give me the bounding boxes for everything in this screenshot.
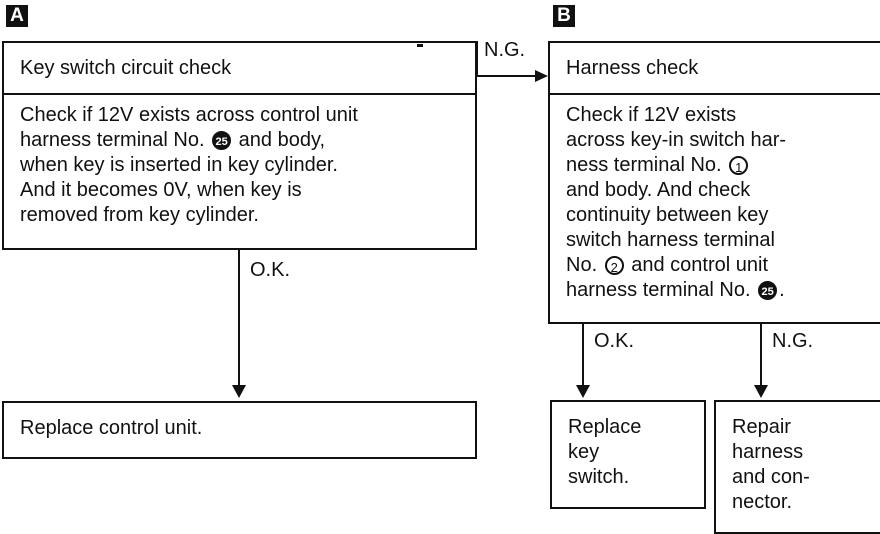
replace-key-switch-box: Replace key switch. <box>550 400 706 509</box>
harness-line-7: No. 2 and control unit <box>566 254 769 276</box>
ng-right-connector <box>760 324 762 386</box>
key-switch-line-3: when key is inserted in key cylinder. <box>20 154 338 176</box>
ok-left-label: O.K. <box>250 259 291 281</box>
harness-line-2: across key-in switch har- <box>566 129 787 151</box>
terminal-25-icon: 25 <box>212 131 232 151</box>
ok-left-connector <box>238 250 240 386</box>
ng-top-label: N.G. <box>484 39 526 61</box>
repair-harness-box: Repair harness and con- nector. <box>714 400 880 534</box>
ok-left-arrow-icon <box>232 385 246 398</box>
harness-line-4: and body. And check <box>566 179 751 201</box>
section-b-tag: B <box>553 5 575 27</box>
harness-check-title: Harness check <box>550 43 880 95</box>
ng-right-arrow-icon <box>754 385 768 398</box>
harness-check-title-text: Harness check <box>566 56 699 79</box>
harness-line-8: harness terminal No. 25. <box>566 279 785 301</box>
key-switch-check-title-text: Key switch circuit check <box>20 56 232 79</box>
harness-line-3: ness terminal No. 1 <box>566 153 870 178</box>
harness-line-5: continuity between key <box>566 204 769 226</box>
section-a-tag: A <box>6 5 28 27</box>
print-mark <box>417 44 423 47</box>
terminal-2-icon: 2 <box>604 256 624 276</box>
key-switch-check-title: Key switch circuit check <box>4 43 475 95</box>
ok-right-label: O.K. <box>594 330 635 352</box>
ng-connector-vertical <box>476 41 478 77</box>
key-switch-line-1: Check if 12V exists across control unit <box>20 104 358 126</box>
terminal-25-icon: 25 <box>758 281 778 301</box>
replace-key-switch-text: Replace key switch. <box>568 416 642 488</box>
replace-control-unit-box: Replace control unit. <box>2 401 477 459</box>
ok-right-arrow-icon <box>576 385 590 398</box>
harness-check-box: Harness check Check if 12V exists across… <box>548 41 880 324</box>
key-switch-line-5: removed from key cylinder. <box>20 204 259 226</box>
repair-harness-text: Repair harness and con- nector. <box>732 416 810 513</box>
key-switch-check-body: Check if 12V exists across control unit … <box>4 95 475 236</box>
harness-check-body: Check if 12V exists across key-in switch… <box>550 95 880 311</box>
ok-right-connector <box>582 324 584 386</box>
key-switch-line-4: And it becomes 0V, when key is <box>20 179 302 201</box>
ng-arrow-icon <box>535 70 548 82</box>
replace-control-unit-text: Replace control unit. <box>20 417 203 439</box>
terminal-1-icon: 1 <box>729 156 749 176</box>
ng-right-label: N.G. <box>772 330 814 352</box>
harness-line-1: Check if 12V exists <box>566 104 737 126</box>
key-switch-check-box: Key switch circuit check Check if 12V ex… <box>2 41 477 250</box>
ng-connector-horizontal <box>476 75 536 77</box>
key-switch-line-2: harness terminal No. 25 and body, <box>20 129 326 151</box>
harness-line-6: switch harness terminal <box>566 229 775 251</box>
